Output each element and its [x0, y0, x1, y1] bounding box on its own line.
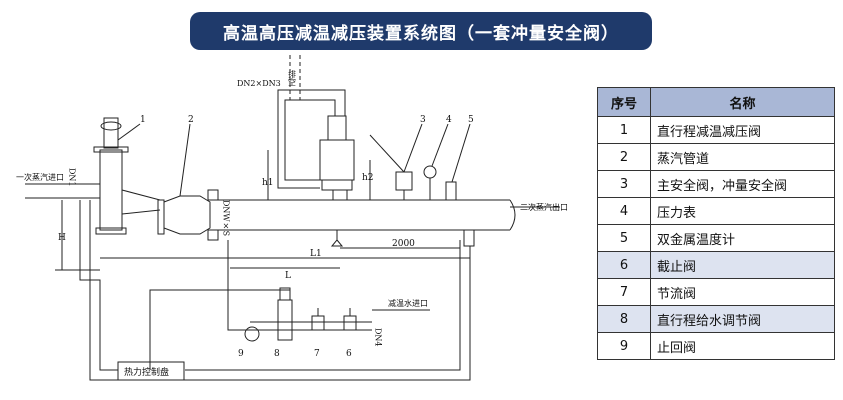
exhaust-elbow: [284, 99, 336, 181]
reducer-flange: [157, 199, 165, 235]
main-safety-valve: [319, 139, 355, 181]
legend-header-name: 名称: [650, 87, 835, 117]
row-num: 3: [597, 170, 651, 198]
label-water-inlet: 减温水进口: [388, 298, 428, 308]
row-name: 直行程减温减压阀: [650, 116, 835, 144]
label-exhaust: 排空: [288, 69, 297, 86]
row-num: 9: [597, 332, 651, 360]
label-control-box: 热力控制盘: [124, 366, 169, 378]
row-num: 5: [597, 224, 651, 252]
callout-6: 6: [346, 349, 352, 359]
row-name: 压力表: [650, 197, 835, 225]
row-num: 6: [597, 251, 651, 279]
bimetal-thermometer: [445, 181, 457, 201]
row-name: 止回阀: [650, 332, 835, 360]
cooling-water-line: [227, 240, 250, 331]
label-secondary-outlet: 二次蒸汽出口: [520, 202, 568, 212]
control-box: [117, 361, 185, 381]
callout-5: 5: [468, 115, 474, 125]
check-valve-9: [244, 326, 260, 342]
control-line-right: [185, 240, 461, 371]
reducer: [163, 195, 211, 235]
label-dn-spec: DN2×DN3: [237, 79, 281, 88]
row-name: 双金属温度计: [650, 224, 835, 252]
throttle-valve: [311, 315, 325, 331]
valve-1-handwheel: [100, 121, 122, 131]
valve-1-flange: [93, 146, 129, 153]
row-name: 主安全阀，冲量安全阀: [650, 170, 835, 198]
label-dnw: DNW×S: [222, 200, 231, 236]
row-name: 截止阀: [650, 251, 835, 279]
impulse-safety-valve: [395, 171, 413, 191]
callout-8: 8: [274, 349, 280, 359]
callout-3: 3: [420, 115, 426, 125]
row-num: 1: [597, 116, 651, 144]
row-num: 4: [597, 197, 651, 225]
label-primary-inlet: 一次蒸汽进口: [16, 172, 64, 182]
dim-h1: h1: [262, 178, 274, 188]
dim-2000: 2000: [392, 239, 415, 249]
legend-header: 序号 名称: [597, 87, 835, 117]
dim-l1: L1: [310, 249, 322, 259]
label-dn4: DN4: [374, 328, 383, 347]
valve-1-bottom-flange: [95, 227, 127, 235]
feedwater-regulating-valve: [277, 299, 293, 341]
callout-1: 1: [140, 115, 146, 125]
callout-9: 9: [238, 349, 244, 359]
label-dn1: DN1: [68, 168, 77, 187]
page-title: 高温高压减温减压装置系统图（一套冲量安全阀）: [190, 12, 652, 50]
pressure-gauge: [423, 165, 437, 179]
callout-4: 4: [446, 115, 452, 125]
callout-2: 2: [188, 115, 194, 125]
valve-1-actuator: [103, 117, 119, 149]
legend-header-num: 序号: [597, 87, 651, 117]
row-name: 节流阀: [650, 278, 835, 306]
row-num: 2: [597, 143, 651, 171]
stop-valve: [343, 315, 357, 331]
row-num: 7: [597, 278, 651, 306]
dim-l: L: [285, 271, 291, 281]
valve-1-body: [99, 149, 123, 231]
control-line-left: [79, 200, 118, 371]
row-name: 蒸汽管道: [650, 143, 835, 171]
callout-7: 7: [314, 349, 320, 359]
dim-h2: h2: [362, 173, 374, 183]
dim-h: H: [58, 233, 66, 243]
row-name: 直行程给水调节阀: [650, 305, 835, 333]
row-num: 8: [597, 305, 651, 333]
